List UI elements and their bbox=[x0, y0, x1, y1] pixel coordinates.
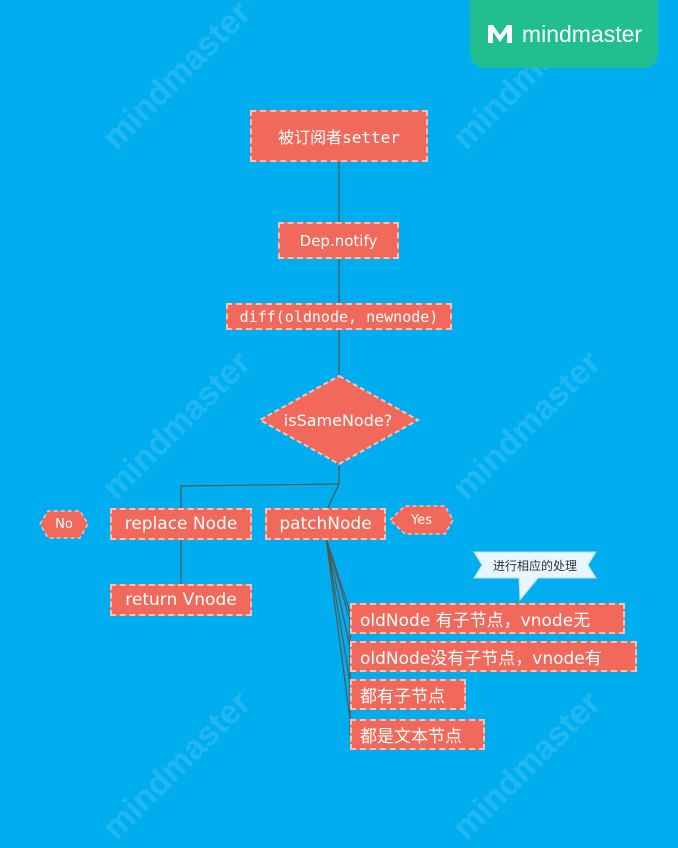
callout-shape bbox=[473, 551, 597, 602]
case-node: 都有子节点 bbox=[350, 679, 466, 710]
diagram-canvas: mindmaster mindmaster mindmaster mindmas… bbox=[39, 0, 658, 847]
root-node: 被订阅者setter bbox=[250, 110, 428, 162]
brand-name: mindmaster bbox=[521, 20, 643, 47]
no-tag-shape bbox=[39, 510, 89, 539]
case-node: oldNode没有子节点，vnode有 bbox=[350, 641, 637, 672]
decision-diamond bbox=[257, 374, 421, 466]
dep-notify-node: Dep.notify bbox=[278, 222, 399, 259]
diff-node: diff(oldnode, newnode) bbox=[226, 303, 452, 330]
mindmaster-logo-icon bbox=[487, 25, 512, 43]
decision-label: isSameNode? bbox=[283, 410, 393, 430]
yes-tag-shape bbox=[388, 505, 454, 535]
replace-node: replace Node bbox=[110, 508, 252, 540]
brand-badge: mindmaster bbox=[470, 0, 658, 68]
connector-layer bbox=[39, 160, 597, 735]
case-node: 都是文本节点 bbox=[350, 719, 485, 750]
no-tag: No bbox=[55, 517, 73, 532]
return-node: return Vnode bbox=[110, 584, 252, 616]
patch-node: patchNode bbox=[265, 508, 386, 540]
yes-tag: Yes bbox=[411, 512, 432, 528]
case-node: oldNode 有子节点，vnode无 bbox=[350, 603, 625, 634]
callout-note: 进行相应的处理 bbox=[492, 558, 577, 573]
